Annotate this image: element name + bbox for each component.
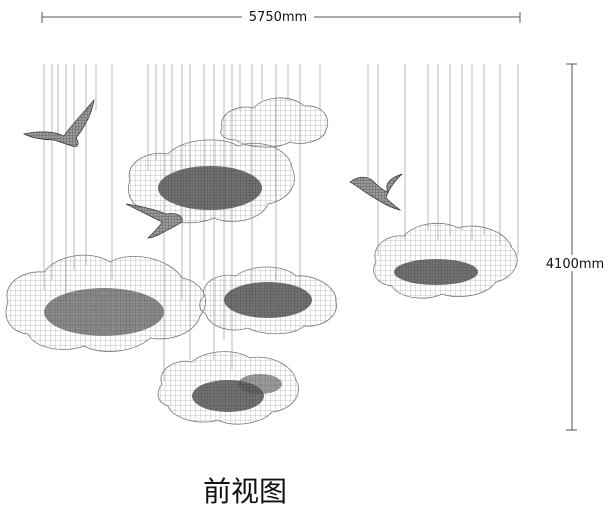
cloud-icon: [157, 351, 299, 425]
bird-icon: [125, 203, 183, 239]
bird-icon: [349, 173, 403, 211]
view-caption: 前视图: [202, 475, 287, 508]
width-dimension-label: 5750mm: [249, 10, 307, 25]
cloud-icon: [373, 222, 518, 299]
height-dimension-label: 4100mm: [546, 257, 604, 272]
height-dimension: 4100mm: [540, 63, 610, 431]
width-dimension: 5750mm: [41, 8, 521, 25]
cloud-icon: [199, 266, 337, 335]
cloud-icon: [220, 97, 329, 148]
cloud-icon: [128, 139, 295, 224]
cloud-icon: [5, 254, 206, 352]
bird-icon: [22, 98, 95, 147]
